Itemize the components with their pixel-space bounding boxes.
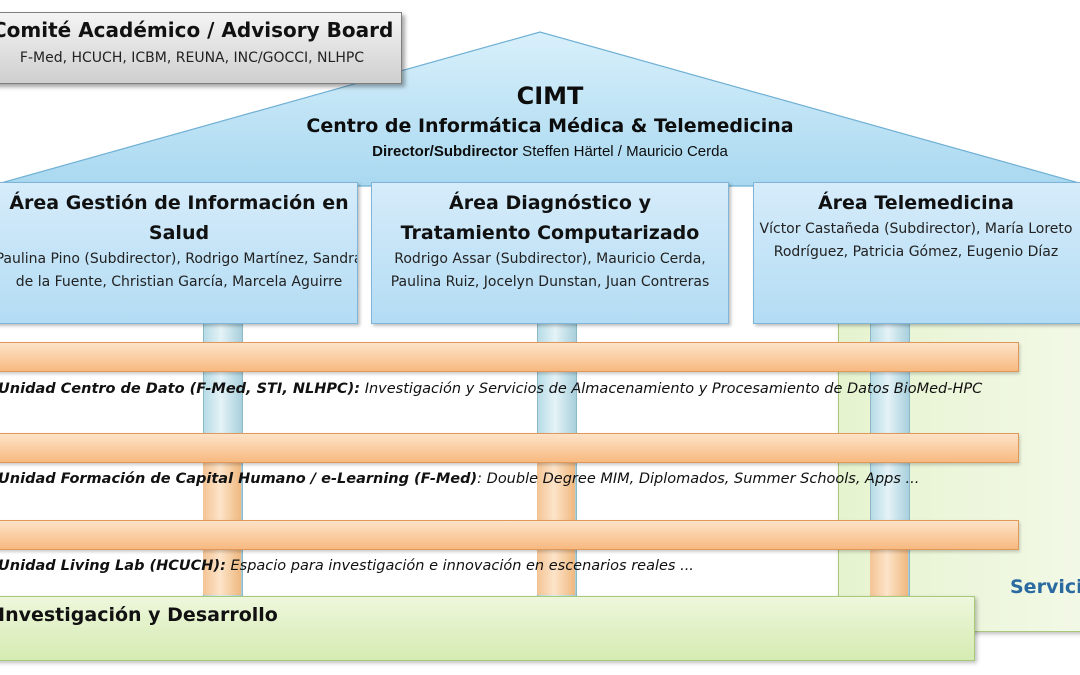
unit-name: Unidad Living Lab (HCUCH):: [0, 558, 226, 574]
unit-elearning: Unidad Formación de Capital Humano / e-L…: [0, 471, 919, 487]
center-director: Director/Subdirector Steffen Härtel / Ma…: [200, 143, 900, 160]
area-computerized-diagnosis: Área Diagnóstico y Tratamiento Computari…: [371, 182, 729, 324]
center-name: Centro de Informática Médica & Telemedic…: [306, 115, 794, 137]
area-members: Víctor Castañeda (Subdirector), María Lo…: [759, 221, 1073, 260]
advisory-board-box: [0, 12, 402, 84]
area-title: Área Gestión de Información en Salud: [9, 192, 349, 244]
unit-description: Investigación y Servicios de Almacenamie…: [360, 381, 983, 397]
unit-data-center: Unidad Centro de Dato (F-Med, STI, NLHPC…: [0, 381, 982, 397]
unit-living-lab: Unidad Living Lab (HCUCH): Espacio para …: [0, 558, 694, 574]
area-members: Paulina Pino (Subdirector), Rodrigo Mart…: [0, 251, 358, 290]
area-title: Área Diagnóstico y Tratamiento Computari…: [400, 192, 700, 244]
area-members: Rodrigo Assar (Subdirector), Mauricio Ce…: [390, 251, 710, 290]
unit-name: Unidad Centro de Dato (F-Med, STI, NLHPC…: [0, 381, 361, 397]
area-title: Área Telemedicina: [817, 192, 1015, 214]
area-health-information: Área Gestión de Información en Salud Pau…: [0, 182, 358, 324]
foundation-box: [0, 596, 975, 661]
advisory-board-members: F-Med, HCUCH, ICBM, REUNA, INC/GOCCI, NL…: [19, 50, 365, 66]
director-names: Steffen Härtel / Mauricio Cerda: [518, 143, 728, 160]
unit-description: Espacio para investigación e innovación …: [225, 558, 694, 574]
unit-description: : Double Degree MIM, Diplomados, Summer …: [477, 471, 920, 487]
unit-bar-living-lab: [0, 520, 1019, 550]
center-acronym: CIMT: [516, 82, 584, 110]
advisory-board-title: Comité Académico / Advisory Board: [0, 18, 394, 42]
area-telemedicine: Área Telemedicina Víctor Castañeda (Subd…: [753, 182, 1080, 324]
unit-name: Unidad Formación de Capital Humano / e-L…: [0, 471, 478, 487]
unit-bar-data-center: [0, 342, 1019, 372]
services-label: Servicios: [1010, 576, 1080, 598]
foundation-label: Investigación y Desarrollo: [0, 604, 278, 626]
pillar-segment: [870, 548, 908, 598]
director-label: Director/Subdirector: [372, 143, 519, 160]
unit-bar-elearning: [0, 433, 1019, 463]
